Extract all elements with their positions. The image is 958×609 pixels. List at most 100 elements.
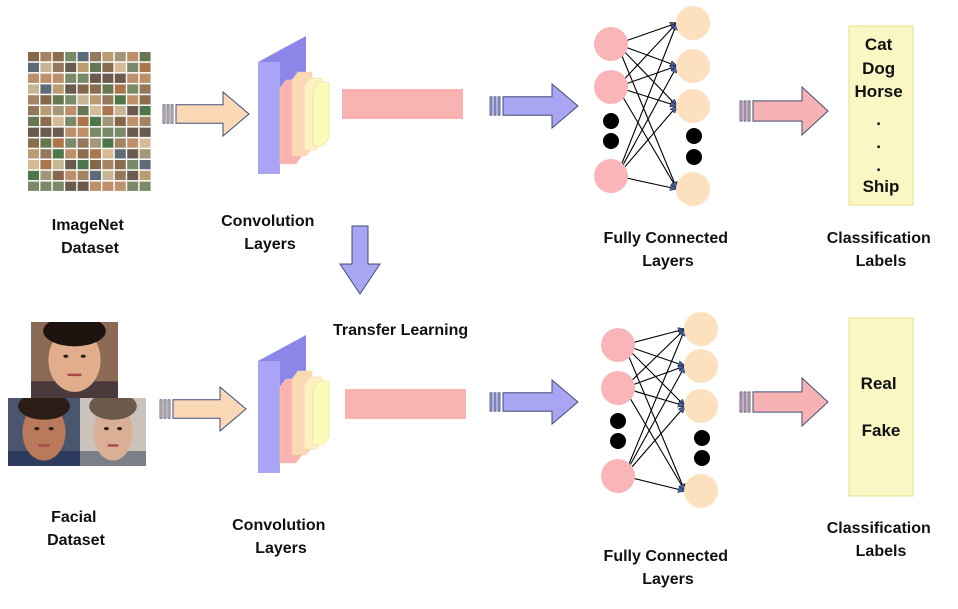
imagenet-thumbnail	[28, 106, 39, 116]
imagenet-thumbnail	[52, 170, 64, 181]
arrow-stripe	[743, 100, 747, 122]
imagenet-thumbnail	[90, 95, 101, 105]
conv-front-face	[258, 361, 280, 473]
fc-output-node	[676, 89, 710, 123]
imagenet-thumbnail	[40, 73, 52, 83]
face-photo-eye	[80, 354, 86, 358]
arrow-stripe	[739, 391, 743, 413]
fc-output-node	[684, 389, 718, 423]
imagenet-thumbnail	[65, 106, 77, 116]
fc-edge	[623, 344, 685, 491]
imagenet-thumbnail	[40, 170, 52, 181]
face-photo-mouth	[38, 444, 50, 447]
imagenet-thumbnail	[65, 95, 77, 105]
imagenet-thumbnail	[127, 149, 139, 159]
imagenet-thumbnail	[114, 84, 126, 94]
imagenet-thumbnail	[28, 170, 39, 181]
imagenet-thumbnail	[40, 116, 52, 127]
imagenet-thumbnail	[102, 116, 114, 127]
imagenet-thumbnail	[28, 52, 39, 62]
fc-ellipsis-dot	[686, 128, 702, 144]
imagenet-thumbnail	[40, 127, 52, 137]
imagenet-thumbnail	[102, 84, 114, 94]
arrow-stripe	[747, 391, 751, 413]
imagenet-thumbnail	[114, 95, 126, 105]
imagenet-thumbnail	[65, 149, 77, 159]
imagenet-thumbnail	[127, 62, 139, 73]
imagenet-thumbnail	[77, 62, 89, 73]
imagenet-thumbnail	[52, 149, 64, 159]
imagenet-thumbnail	[40, 160, 52, 170]
imagenet-thumbnail	[28, 181, 39, 191]
imagenet-thumbnail	[114, 170, 126, 181]
class-labels-list-top: Cat Dog Horse . . . Ship	[855, 35, 908, 196]
fc-output-node	[684, 349, 718, 383]
imagenet-thumbnail	[127, 170, 139, 181]
fc-edge	[616, 23, 677, 88]
imagenet-thumbnail	[139, 116, 151, 127]
imagenet-thumbnail	[139, 149, 151, 159]
imagenet-thumbnail	[28, 127, 39, 137]
fc-output-node	[684, 474, 718, 508]
imagenet-thumbnail	[28, 160, 39, 170]
facial-dataset-image	[8, 322, 146, 466]
imagenet-thumbnail	[90, 106, 101, 116]
imagenet-thumbnail	[77, 106, 89, 116]
imagenet-thumbnail	[139, 84, 151, 94]
fc-output-node	[684, 312, 718, 346]
class-labels-list-bottom: Real Fake	[861, 374, 902, 440]
imagenet-thumbnail	[52, 138, 64, 148]
face-photo-eye	[48, 427, 54, 431]
convolution-layers-block-bottom	[258, 335, 330, 473]
face-photo-hair	[18, 398, 70, 420]
fully-connected-network-top	[594, 6, 710, 206]
fc-input-arrow-bottom	[489, 378, 579, 426]
face-photo-eye	[34, 427, 40, 431]
fc-input-node	[601, 328, 635, 362]
imagenet-thumbnail	[90, 149, 101, 159]
fc-ellipsis-dot	[603, 133, 619, 149]
imagenet-thumbnail	[77, 181, 89, 191]
arrow-stripe	[170, 104, 174, 124]
fc-edge	[616, 86, 677, 189]
imagenet-thumbnail	[77, 84, 89, 94]
face-photo-mouth	[107, 444, 119, 447]
arrow-stripe	[747, 100, 751, 122]
classification-labels-label-top: Classification Labels	[827, 230, 935, 270]
imagenet-thumbnail	[139, 127, 151, 137]
output-arrow-bottom	[739, 376, 829, 428]
arrow-stripe	[497, 96, 501, 116]
imagenet-thumbnail	[102, 170, 114, 181]
imagenet-thumbnail	[114, 52, 126, 62]
imagenet-thumbnail	[114, 106, 126, 116]
flatten-bar-bottom	[345, 389, 466, 419]
imagenet-thumbnail	[40, 62, 52, 73]
fully-connected-label-top: Fully Connected Layers	[604, 230, 733, 270]
imagenet-thumbnail	[77, 127, 89, 137]
arrow-body	[172, 385, 247, 433]
convolution-layers-label-bottom: Convolution Layers	[232, 517, 330, 557]
imagenet-thumbnail	[114, 127, 126, 137]
arrow-body	[502, 378, 579, 426]
fc-input-node	[601, 459, 635, 493]
input-arrow-top	[162, 90, 250, 138]
output-arrow-top	[739, 85, 829, 137]
arrow-stripe	[163, 399, 167, 419]
fc-input-node	[594, 70, 628, 104]
conv-front-face	[258, 62, 280, 174]
fc-ellipsis-dot	[694, 450, 710, 466]
arrow-stripe	[739, 100, 743, 122]
imagenet-thumbnail	[102, 73, 114, 83]
imagenet-thumbnail	[139, 170, 151, 181]
imagenet-thumbnail	[114, 73, 126, 83]
fc-input-node	[594, 27, 628, 61]
face-photo-eye	[117, 427, 123, 431]
imagenet-thumbnail	[65, 127, 77, 137]
class-labels-box-bottom	[848, 317, 914, 497]
arrow-stripe	[743, 391, 747, 413]
imagenet-thumbnail	[90, 62, 101, 73]
imagenet-thumbnail	[102, 52, 114, 62]
arrow-stripe	[489, 392, 493, 412]
imagenet-thumbnail	[139, 52, 151, 62]
